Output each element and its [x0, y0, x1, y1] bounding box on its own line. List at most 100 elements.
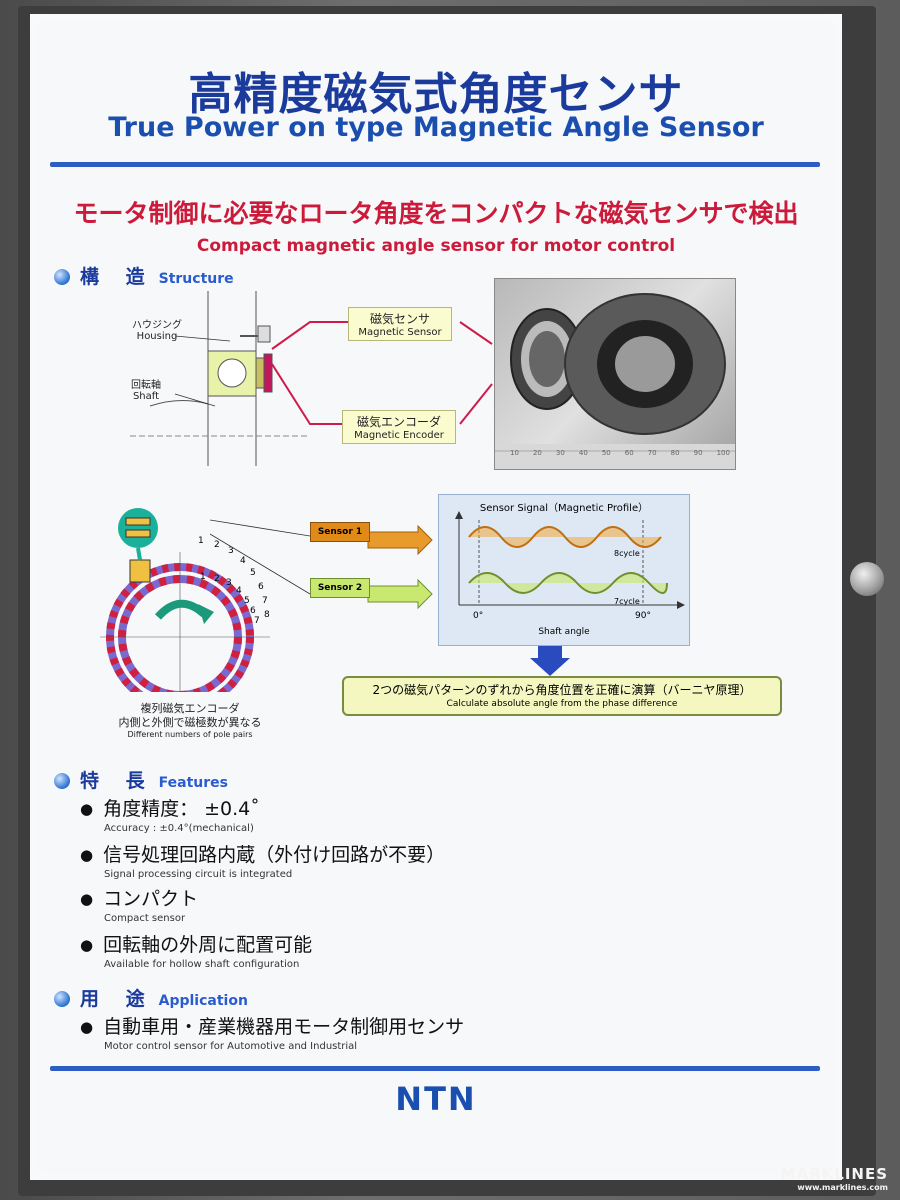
- title-jp: 高精度磁気式角度センサ: [188, 69, 684, 120]
- ring-pole-numbers: 1 2 3 4 5 6 7 8 1 2 3 4 5 6 7: [192, 534, 272, 634]
- ruler-tick: 50: [601, 449, 611, 457]
- result-text-jp: 2つの磁気パターンのずれから角度位置を正確に演算（バーニヤ原理）: [372, 683, 752, 697]
- structure-heading-jp: 構 造: [80, 266, 155, 288]
- feature-item-jp: 角度精度： ±0.4˚: [80, 794, 260, 821]
- sensor-arrows: [210, 519, 433, 610]
- feature-item: 信号処理回路内蔵（外付け回路が不要） Signal processing cir…: [80, 840, 445, 880]
- ring-number: 6: [250, 606, 256, 616]
- feature-item: 角度精度： ±0.4˚ Accuracy : ±0.4°(mechanical): [80, 794, 260, 834]
- ring-number: 1: [198, 536, 204, 546]
- ring-number: 4: [240, 556, 246, 566]
- callout-lines: [271, 321, 493, 425]
- features-heading-en: Features: [158, 775, 228, 791]
- housing-label-en: Housing: [136, 331, 178, 342]
- ruler-tick: 60: [624, 449, 634, 457]
- feature-item-jp: 回転軸の外周に配置可能: [80, 930, 312, 957]
- ring-number: 2: [214, 574, 220, 584]
- application-item-jp: 自動車用・産業機器用モータ制御用センサ: [80, 1012, 464, 1039]
- title-en: True Power on type Magnetic Angle Sensor: [108, 112, 764, 143]
- magnetic-encoder-label: 磁気エンコーダ Magnetic Encoder: [342, 410, 456, 444]
- subtitle-jp: モータ制御に必要なロータ角度をコンパクトな磁気センサで検出: [73, 199, 799, 228]
- ring-number: 3: [228, 546, 234, 556]
- housing-label: ハウジング Housing: [122, 316, 192, 342]
- magnetic-sensor-label: 磁気センサ Magnetic Sensor: [348, 307, 452, 341]
- ring-number: 8: [264, 610, 270, 620]
- application-item-en: Motor control sensor for Automotive and …: [104, 1041, 358, 1052]
- watermark: MARKLINES www.marklines.com: [781, 1165, 888, 1192]
- ntn-logo: NTN: [395, 1080, 477, 1118]
- bullet-icon: [54, 269, 70, 285]
- magnetic-encoder-label-en: Magnetic Encoder: [354, 430, 444, 441]
- feature-item-jp: 信号処理回路内蔵（外付け回路が不要）: [80, 840, 445, 867]
- ruler-tick: 10: [510, 449, 519, 457]
- ring-number: 5: [244, 596, 250, 606]
- signal-waves: [455, 511, 685, 609]
- shaft-label: 回転軸 Shaft: [126, 376, 166, 402]
- ruler-tick: 80: [670, 449, 680, 457]
- sensor2-label: Sensor 2: [310, 578, 370, 598]
- ring-number: 2: [214, 540, 220, 550]
- down-arrow-icon: [530, 646, 570, 676]
- feature-item-en: Accuracy : ±0.4°(mechanical): [104, 823, 254, 834]
- ruler-tick: 100: [716, 449, 730, 457]
- structure-heading-en: Structure: [158, 271, 234, 287]
- application-heading-en: Application: [158, 993, 248, 1009]
- encoder-caption: 複列磁気エンコーダ 内側と外側で磁極数が異なる Different number…: [100, 702, 280, 740]
- magnetic-encoder-label-jp: 磁気エンコーダ: [356, 415, 441, 429]
- ruler-tick: 20: [532, 449, 542, 457]
- result-box: 2つの磁気パターンのずれから角度位置を正確に演算（バーニヤ原理） Calcula…: [342, 676, 782, 716]
- feature-item-en: Signal processing circuit is integrated: [104, 869, 293, 880]
- shaft-label-jp: 回転軸: [131, 380, 161, 391]
- poster: 高精度磁気式角度センサ True Power on type Magnetic …: [30, 14, 842, 1180]
- ruler-tick: 40: [578, 449, 588, 457]
- shaft-label-en: Shaft: [132, 391, 160, 402]
- divider-bottom: [50, 1066, 820, 1071]
- ruler-tick: 70: [647, 449, 657, 457]
- ruler-tick: 30: [555, 449, 565, 457]
- ring-number: 6: [258, 582, 264, 592]
- feature-item-en: Compact sensor: [104, 913, 186, 924]
- ring-number: 3: [226, 578, 232, 588]
- feature-item: コンパクト Compact sensor: [80, 884, 198, 924]
- ring-number: 1: [200, 572, 206, 582]
- ring-number: 7: [254, 616, 260, 626]
- divider-top: [50, 162, 820, 167]
- watermark-name: MARKLINES: [780, 1165, 888, 1183]
- features-heading-jp: 特 長: [80, 770, 155, 792]
- feature-item-jp: コンパクト: [80, 884, 198, 911]
- x-axis-label: Shaft angle: [538, 627, 590, 637]
- ruler-tick: 90: [693, 449, 703, 457]
- feature-item-en: Available for hollow shaft configuration: [104, 959, 300, 970]
- encoder-caption-en: Different numbers of pole pairs: [127, 729, 253, 739]
- ring-number: 4: [236, 586, 242, 596]
- bullet-icon: [54, 773, 70, 789]
- cycle8-label: 8cycle: [614, 549, 640, 558]
- housing-label-jp: ハウジング: [132, 320, 182, 331]
- product-photo: [494, 278, 736, 470]
- encoder-caption-jp1: 複列磁気エンコーダ: [140, 702, 240, 715]
- ring-number: 7: [262, 596, 268, 606]
- x-axis-0: 0°: [473, 611, 484, 621]
- sensor1-label: Sensor 1: [310, 522, 370, 542]
- subtitle-en: Compact magnetic angle sensor for motor …: [196, 236, 676, 256]
- magnetic-sensor-label-jp: 磁気センサ: [369, 312, 430, 326]
- result-text-en: Calculate absolute angle from the phase …: [446, 699, 678, 709]
- feature-item: 回転軸の外周に配置可能 Available for hollow shaft c…: [80, 930, 312, 970]
- encoder-ring-diagram: [100, 508, 270, 692]
- encoder-caption-jp2: 内側と外側で磁極数が異なる: [118, 715, 262, 729]
- bullet-icon: [54, 991, 70, 1007]
- watermark-url: www.marklines.com: [797, 1183, 888, 1192]
- application-item: 自動車用・産業機器用モータ制御用センサ Motor control sensor…: [80, 1012, 464, 1052]
- x-axis-90: 90°: [635, 611, 651, 621]
- mounting-bolt: [850, 562, 884, 596]
- ring-number: 5: [250, 568, 256, 578]
- cycle7-label: 7cycle: [614, 597, 640, 606]
- ruler-ticks: 10 20 30 40 50 60 70 80 90 100: [510, 449, 730, 457]
- magnetic-sensor-label-en: Magnetic Sensor: [358, 327, 442, 338]
- cross-section-diagram: [130, 291, 310, 466]
- graph-title: Sensor Signal（Magnetic Profile）: [479, 503, 649, 514]
- product-photo-image: [495, 293, 735, 469]
